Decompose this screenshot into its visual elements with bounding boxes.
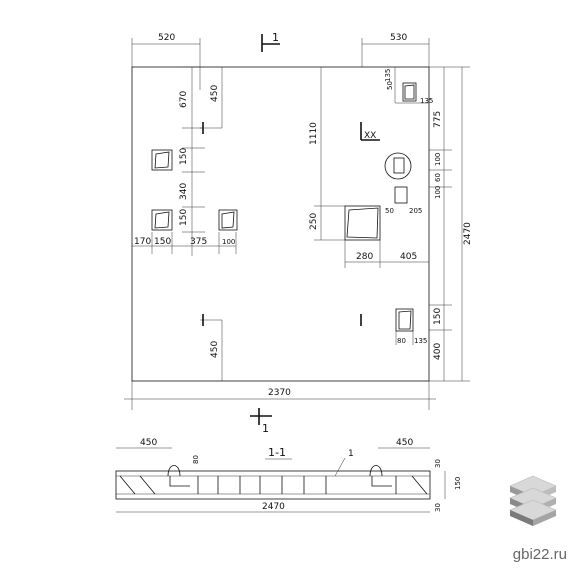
- svg-text:60: 60: [434, 173, 442, 182]
- svg-text:450: 450: [396, 438, 413, 448]
- dim-top-right: 530: [361, 33, 430, 67]
- opening-small: [402, 82, 417, 102]
- svg-text:400: 400: [433, 343, 443, 360]
- svg-text:450: 450: [210, 341, 220, 358]
- slab-outline: [131, 66, 430, 382]
- section-mark-bottom: 1: [250, 408, 272, 435]
- section-view: 1-1 1 450 450 80 30 150 30 2470: [115, 438, 462, 513]
- svg-text:80: 80: [397, 337, 406, 345]
- dim-total-height: 2470: [461, 67, 473, 381]
- svg-text:50: 50: [385, 207, 394, 215]
- detail-callout: XX: [360, 122, 412, 180]
- dim-bottom-row: 170 150 375 100: [132, 232, 237, 254]
- svg-text:1110: 1110: [309, 122, 319, 145]
- svg-text:150: 150: [433, 308, 443, 325]
- svg-text:250: 250: [309, 213, 319, 230]
- svg-text:205: 205: [409, 207, 422, 215]
- opening-square: [151, 149, 173, 171]
- svg-text:2370: 2370: [268, 388, 291, 398]
- svg-text:1: 1: [262, 422, 269, 435]
- dim-text: 520: [158, 33, 175, 43]
- svg-text:100: 100: [434, 186, 442, 199]
- opening-square: [218, 209, 238, 231]
- brand-site: gbi22.ru: [512, 546, 567, 563]
- svg-text:50: 50: [386, 81, 394, 90]
- section-title: 1-1: [268, 446, 286, 459]
- dim-lift-loop-top: 450: [200, 67, 223, 134]
- svg-text:670: 670: [179, 91, 189, 108]
- svg-text:1: 1: [348, 449, 354, 459]
- svg-text:150: 150: [154, 237, 171, 247]
- opening-square: [151, 209, 173, 231]
- svg-text:170: 170: [134, 237, 151, 247]
- svg-text:30: 30: [434, 459, 442, 468]
- svg-text:150: 150: [179, 148, 189, 165]
- opening-large: [344, 205, 381, 241]
- dim-text: 530: [390, 33, 407, 43]
- svg-text:135: 135: [384, 69, 392, 82]
- svg-text:450: 450: [210, 85, 220, 102]
- svg-text:150: 150: [179, 209, 189, 226]
- dim-under-large: 280 405: [344, 240, 429, 268]
- svg-text:405: 405: [400, 252, 417, 262]
- dim-small-right: 50 135 135 50 205: [384, 67, 433, 215]
- svg-text:450: 450: [140, 438, 157, 448]
- logo-icon: [509, 475, 557, 526]
- svg-text:2470: 2470: [262, 502, 285, 512]
- svg-text:100: 100: [434, 153, 442, 166]
- svg-text:1: 1: [272, 31, 279, 44]
- dim-bottom-right-small: 80 135: [395, 331, 427, 345]
- opening-small: [394, 186, 408, 204]
- dim-right-chain: 775 100 60 100 150 400: [429, 66, 470, 382]
- svg-text:30: 30: [434, 503, 442, 512]
- dim-left-chain: 670 340 150 150: [179, 66, 205, 256]
- dim-total-width: 2370: [124, 381, 436, 410]
- svg-text:375: 375: [190, 237, 207, 247]
- dim-top-left: 520: [131, 33, 201, 90]
- dim-mid-1110: 1110 250: [309, 67, 345, 241]
- svg-text:100: 100: [222, 238, 235, 246]
- opening-small: [395, 308, 414, 332]
- svg-text:340: 340: [179, 183, 189, 200]
- dim-lift-loop-bottom: 450: [200, 314, 223, 381]
- svg-text:280: 280: [356, 252, 373, 262]
- svg-text:2470: 2470: [463, 222, 473, 245]
- svg-text:135: 135: [420, 97, 433, 105]
- svg-text:80: 80: [192, 455, 200, 464]
- section-mark-top: 1: [261, 31, 280, 52]
- svg-text:135: 135: [414, 337, 427, 345]
- svg-text:150: 150: [454, 477, 462, 490]
- svg-text:XX: XX: [364, 131, 376, 141]
- svg-text:775: 775: [433, 111, 443, 128]
